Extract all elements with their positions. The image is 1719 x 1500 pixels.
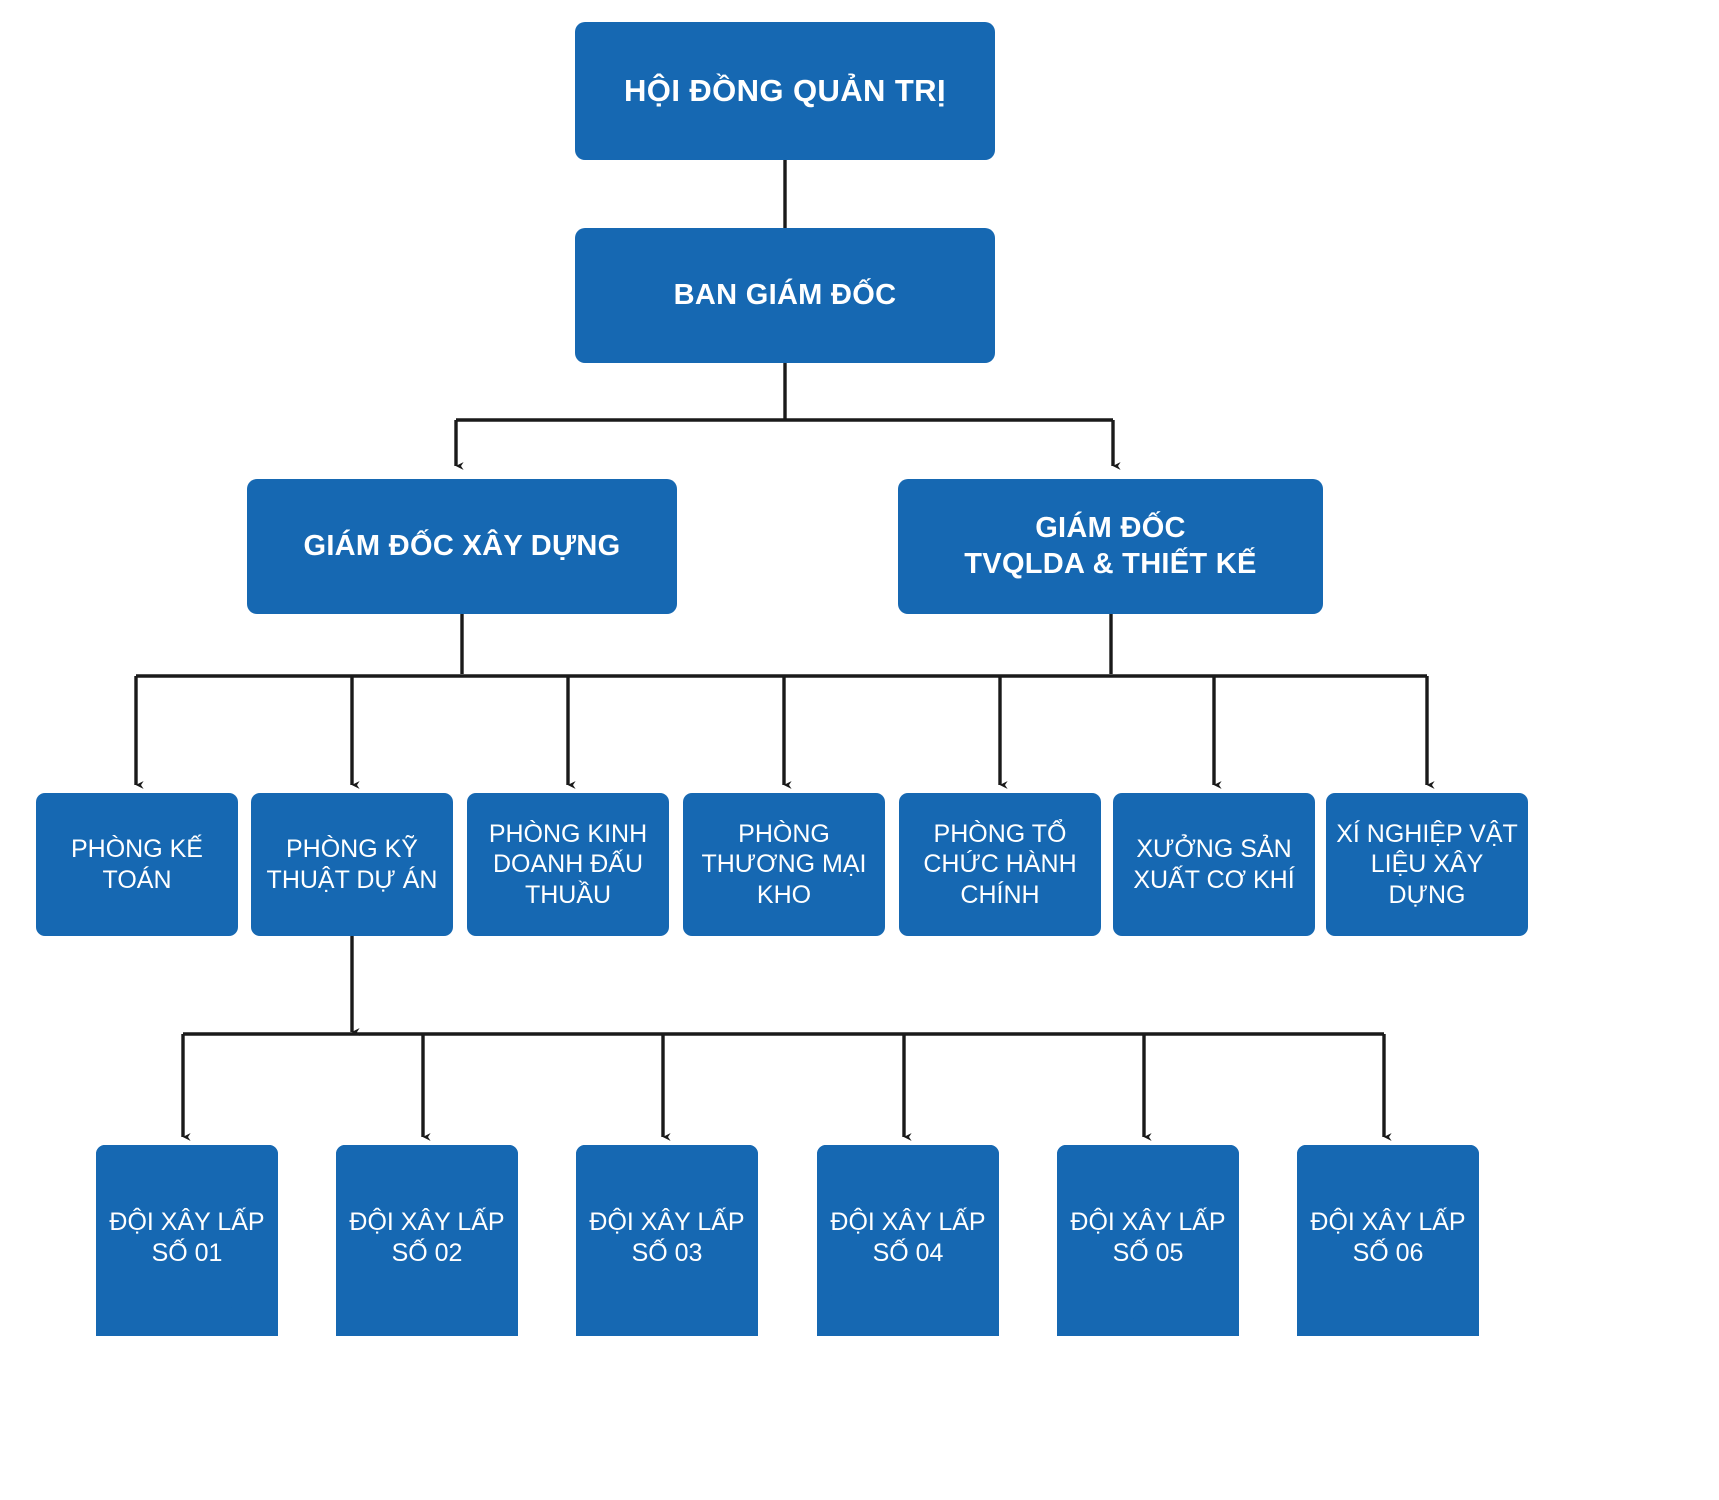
team-shape-body (576, 1145, 758, 1291)
node-department-mechanical-workshop[interactable]: XƯỞNG SẢN XUẤT CƠ KHÍ (1113, 793, 1315, 936)
team-shape-notch (336, 1290, 518, 1336)
team-shape-notch (576, 1290, 758, 1336)
node-label: ĐỘI XÂY LẤP SỐ 06 (1310, 1208, 1466, 1267)
team-shape-body (1057, 1145, 1239, 1291)
node-label: PHÒNG KẾ TOÁN (71, 835, 203, 894)
node-team-03[interactable]: ĐỘI XÂY LẤP SỐ 03 (576, 1145, 758, 1336)
node-team-01[interactable]: ĐỘI XÂY LẤP SỐ 01 (96, 1145, 278, 1336)
node-label: ĐỘI XÂY LẤP SỐ 05 (1070, 1208, 1226, 1267)
node-label: PHÒNG TỔ CHỨC HÀNH CHÍNH (923, 819, 1077, 909)
node-label: XƯỞNG SẢN XUẤT CƠ KHÍ (1133, 835, 1295, 894)
node-label: GIÁM ĐỐC TVQLDA & THIẾT KẾ (964, 512, 1257, 580)
team-shape-notch (1057, 1290, 1239, 1336)
node-label: PHÒNG KINH DOANH ĐẤU THUẦU (488, 819, 648, 909)
node-team-04[interactable]: ĐỘI XÂY LẤP SỐ 04 (817, 1145, 999, 1336)
team-shape-notch (96, 1290, 278, 1336)
node-board-of-directors[interactable]: HỘI ĐỒNG QUẢN TRỊ (575, 22, 995, 160)
node-director-tvqlda-design[interactable]: GIÁM ĐỐC TVQLDA & THIẾT KẾ (898, 479, 1323, 614)
node-label: ĐỘI XÂY LẤP SỐ 03 (589, 1208, 745, 1267)
team-shape-body (336, 1145, 518, 1291)
node-label: ĐỘI XÂY LẤP SỐ 02 (349, 1208, 505, 1267)
team-shape-body (1297, 1145, 1479, 1291)
team-shape-notch (817, 1290, 999, 1336)
team-shape-notch (1297, 1290, 1479, 1336)
node-team-06[interactable]: ĐỘI XÂY LẤP SỐ 06 (1297, 1145, 1479, 1336)
node-department-project-engineering[interactable]: PHÒNG KỸ THUẬT DỰ ÁN (251, 793, 453, 936)
node-department-organization-admin[interactable]: PHÒNG TỔ CHỨC HÀNH CHÍNH (899, 793, 1101, 936)
node-label: PHÒNG THƯƠNG MẠI KHO (701, 819, 867, 909)
node-label: PHÒNG KỸ THUẬT DỰ ÁN (266, 835, 438, 894)
node-department-accounting[interactable]: PHÒNG KẾ TOÁN (36, 793, 238, 936)
node-label: ĐỘI XÂY LẤP SỐ 01 (109, 1208, 265, 1267)
node-team-02[interactable]: ĐỘI XÂY LẤP SỐ 02 (336, 1145, 518, 1336)
node-director-construction[interactable]: GIÁM ĐỐC XÂY DỰNG (247, 479, 677, 614)
node-label: XÍ NGHIỆP VẬT LIỆU XÂY DỰNG (1336, 819, 1518, 909)
node-team-05[interactable]: ĐỘI XÂY LẤP SỐ 05 (1057, 1145, 1239, 1336)
node-label: GIÁM ĐỐC XÂY DỰNG (303, 529, 621, 562)
node-department-business-bidding[interactable]: PHÒNG KINH DOANH ĐẤU THUẦU (467, 793, 669, 936)
node-department-building-materials[interactable]: XÍ NGHIỆP VẬT LIỆU XÂY DỰNG (1326, 793, 1528, 936)
node-label: BAN GIÁM ĐỐC (673, 278, 897, 311)
team-shape-body (817, 1145, 999, 1291)
node-department-commercial-warehouse[interactable]: PHÒNG THƯƠNG MẠI KHO (683, 793, 885, 936)
node-management-board[interactable]: BAN GIÁM ĐỐC (575, 228, 995, 363)
node-label: HỘI ĐỒNG QUẢN TRỊ (624, 73, 946, 109)
node-label: ĐỘI XÂY LẤP SỐ 04 (830, 1208, 986, 1267)
team-shape-body (96, 1145, 278, 1291)
